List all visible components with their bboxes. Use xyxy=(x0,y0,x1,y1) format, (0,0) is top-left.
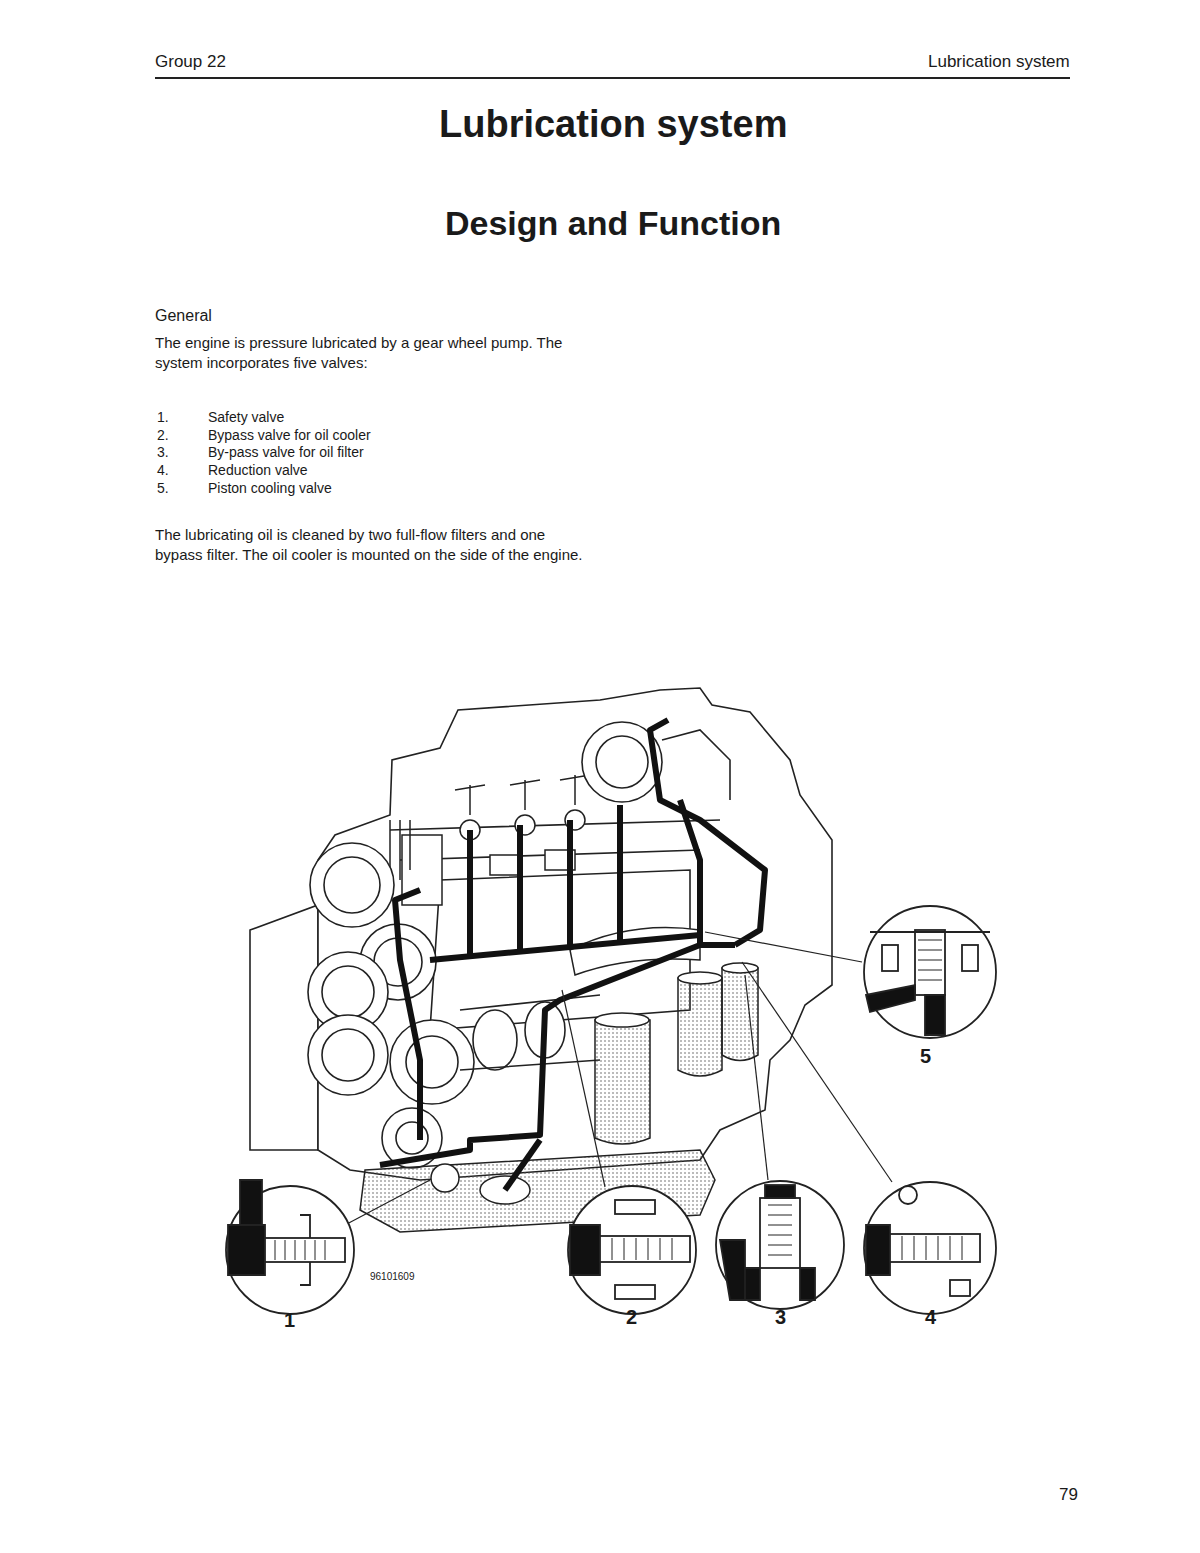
list-number: 5. xyxy=(157,480,169,497)
body-text: The lubricating oil is cleaned by two fu… xyxy=(155,525,595,565)
list-item: Safety valve xyxy=(208,409,284,426)
list-number: 2. xyxy=(157,427,169,444)
callout-number: 4 xyxy=(925,1305,936,1329)
section-heading: General xyxy=(155,306,212,325)
callout-number: 1 xyxy=(284,1308,295,1332)
running-header: Group 22 xyxy=(155,52,226,72)
callout-number: 5 xyxy=(920,1044,931,1068)
list-number: 1. xyxy=(157,409,169,426)
valve-insets xyxy=(226,906,996,1314)
list-item: By-pass valve for oil filter xyxy=(208,444,364,461)
list-number: 4. xyxy=(157,462,169,479)
oil-galleries xyxy=(380,720,765,1190)
body-text: The engine is pressure lubricated by a g… xyxy=(155,333,585,373)
header-rule xyxy=(155,77,1070,79)
leader-lines xyxy=(345,932,892,1225)
callout-number: 2 xyxy=(626,1305,637,1329)
callout-number: 3 xyxy=(775,1305,786,1329)
list-item: Piston cooling valve xyxy=(208,480,332,497)
engine-outline xyxy=(250,688,832,1180)
list-number: 3. xyxy=(157,444,169,461)
figure-number: 96101609 xyxy=(370,1271,415,1283)
page-title: Lubrication system xyxy=(439,102,787,148)
list-item: Reduction valve xyxy=(208,462,308,479)
running-header: Lubrication system xyxy=(928,52,1070,72)
valve-train xyxy=(390,775,590,905)
page-number: 79 xyxy=(1059,1485,1078,1505)
subtitle: Design and Function xyxy=(445,203,781,244)
list-item: Bypass valve for oil cooler xyxy=(208,427,371,444)
